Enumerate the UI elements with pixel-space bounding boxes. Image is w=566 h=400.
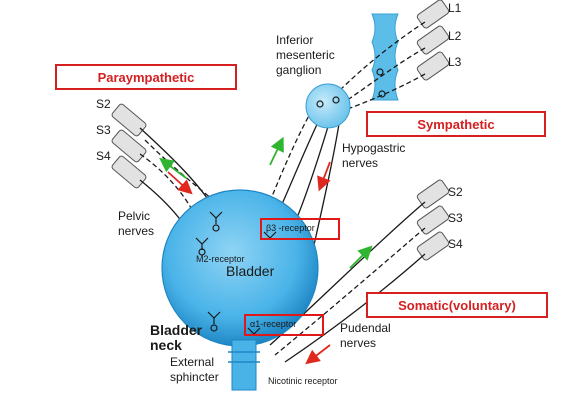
bladder-label: Bladder bbox=[226, 263, 275, 279]
parasympathetic-box: Paraympathetic bbox=[55, 64, 237, 90]
root-label-s4-right: S4 bbox=[448, 237, 463, 251]
red-arrow-pelvic bbox=[167, 171, 193, 195]
flow-arrows bbox=[159, 136, 373, 365]
somatic-box: Somatic(voluntary) bbox=[366, 292, 548, 318]
root-label-l3: L3 bbox=[448, 55, 462, 69]
m2-receptor-label: M2-receptor bbox=[196, 254, 245, 264]
beta-receptor-box bbox=[260, 218, 340, 240]
external-sphincter-label-2: sphincter bbox=[170, 370, 219, 384]
hypogastric-label-2: nerves bbox=[342, 156, 378, 170]
green-arrow-pudendal bbox=[349, 245, 373, 269]
root-label-l1: L1 bbox=[448, 1, 462, 15]
root-label-s2-right: S2 bbox=[448, 185, 463, 199]
ganglion-sphere bbox=[305, 83, 351, 129]
bladder-neck-label-2: neck bbox=[150, 337, 182, 353]
hypogastric-label-1: Hypogastric bbox=[342, 141, 405, 155]
ganglion-label-3: ganglion bbox=[276, 63, 321, 77]
alpha-receptor-label: α1-receptor bbox=[250, 319, 297, 329]
root-label-s3-left: S3 bbox=[96, 123, 111, 137]
external-sphincter-label-1: External bbox=[170, 355, 214, 369]
pelvic-label-2: nerves bbox=[118, 224, 154, 238]
red-arrow-pudendal bbox=[305, 344, 331, 365]
urethra-sphincter bbox=[228, 351, 260, 363]
red-arrow-hypogastric bbox=[317, 161, 331, 192]
beta-receptor-label: β3 -receptor bbox=[266, 223, 315, 233]
sympathetic-box: Sympathetic bbox=[366, 111, 546, 137]
pudendal-label-2: nerves bbox=[340, 336, 376, 350]
pelvic-label-1: Pelvic bbox=[118, 209, 150, 223]
urethra bbox=[231, 339, 257, 391]
spinal-cord-column bbox=[371, 13, 399, 101]
root-label-s4-left: S4 bbox=[96, 149, 111, 163]
bladder-neck-label-1: Bladder bbox=[150, 322, 203, 338]
pudendal-label-1: Pudendal bbox=[340, 321, 391, 335]
ganglion-label-2: mesenteric bbox=[276, 48, 335, 62]
ganglion-label-1: Inferior bbox=[276, 33, 313, 47]
root-label-l2: L2 bbox=[448, 29, 462, 43]
alpha-receptor-box bbox=[244, 314, 324, 336]
root-label-s3-right: S3 bbox=[448, 211, 463, 225]
root-label-s2-left: S2 bbox=[96, 97, 111, 111]
receptor-symbols bbox=[195, 68, 386, 335]
right-sacral-tubes bbox=[416, 179, 450, 261]
green-arrow-hypogastric bbox=[269, 136, 284, 166]
left-sacral-tubes bbox=[111, 103, 147, 189]
lumbar-tubes bbox=[416, 0, 450, 81]
green-arrow-pelvic bbox=[159, 157, 187, 179]
nicotinic-receptor-label: Nicotinic receptor bbox=[268, 376, 338, 386]
